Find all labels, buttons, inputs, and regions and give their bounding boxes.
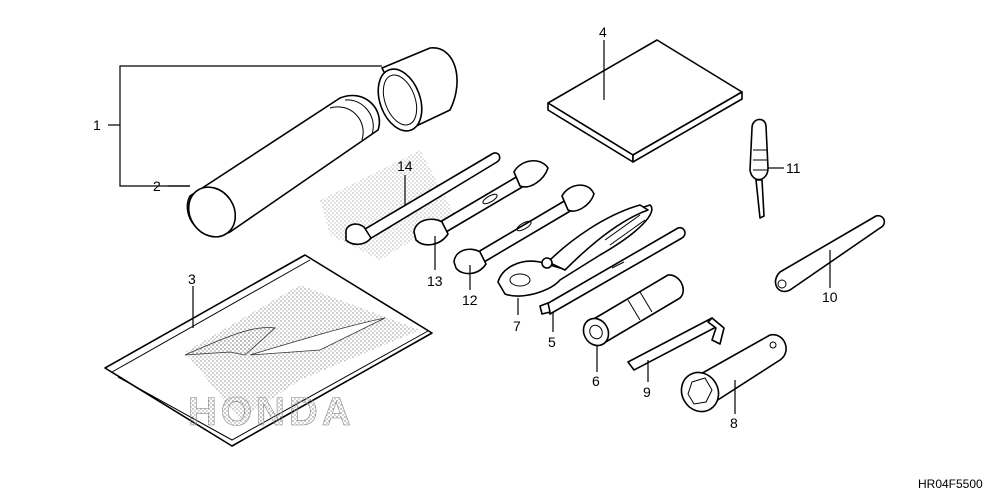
callout-1: 1 [93, 117, 101, 133]
open-end-wrench-large [453, 184, 595, 275]
tool-bag: HONDA [104, 150, 455, 447]
callout-11: 11 [786, 160, 801, 176]
screwdriver [539, 226, 686, 315]
callout-14: 14 [397, 158, 413, 174]
callout-2: 2 [153, 178, 161, 194]
honda-watermark: HONDA [188, 390, 355, 434]
open-end-wrench-medium [413, 160, 549, 246]
callout-7: 7 [513, 318, 521, 334]
plug-wrench [680, 334, 787, 413]
socket-handle [582, 274, 684, 347]
open-end-wrench-small [345, 152, 501, 246]
callout-12: 12 [462, 292, 478, 308]
callout-6: 6 [592, 373, 600, 389]
callout-10: 10 [822, 289, 838, 305]
tool-case-tube [186, 94, 381, 238]
diagram-code: HR04F5500 [918, 477, 983, 491]
callout-5: 5 [548, 334, 556, 350]
owners-manual [547, 39, 743, 163]
hex-key [627, 317, 725, 371]
callout-3: 3 [188, 271, 196, 287]
callout-13: 13 [427, 273, 443, 289]
tool-case-cap [377, 47, 458, 132]
pliers [497, 204, 653, 297]
grip-screwdriver [749, 118, 769, 219]
callout-labels: 1 2 3 4 5 6 7 8 9 10 11 12 13 14 [93, 24, 838, 431]
callout-4: 4 [599, 24, 607, 40]
callout-9: 9 [643, 384, 651, 400]
callout-8: 8 [730, 415, 738, 431]
leader-lines [108, 40, 831, 414]
